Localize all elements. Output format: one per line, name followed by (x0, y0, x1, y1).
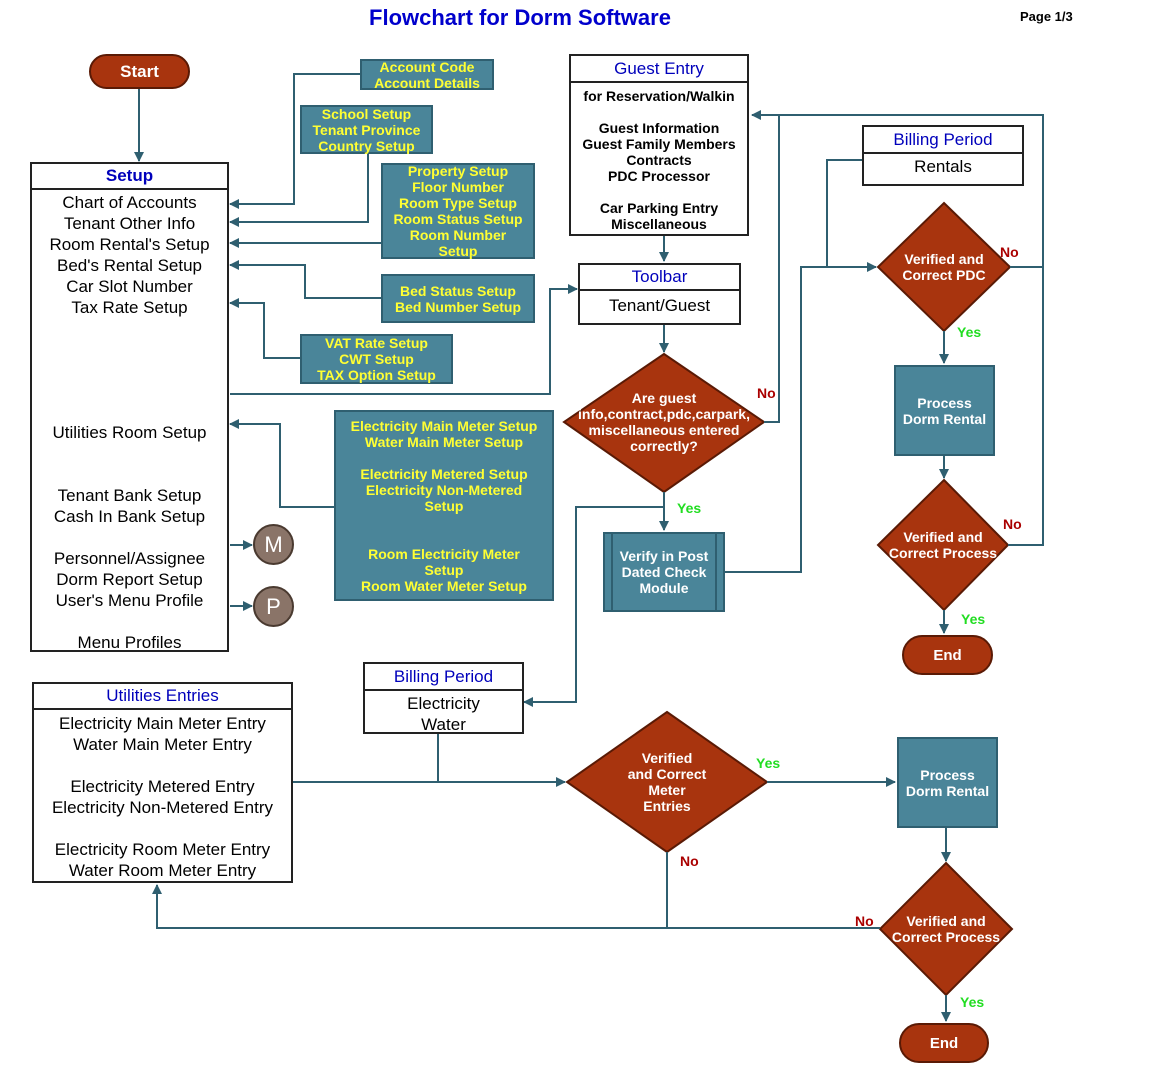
guest-entry-group1: Guest Information Guest Family Members C… (582, 120, 736, 184)
no-label-meter: No (680, 853, 699, 869)
setup-utilities: Utilities Room Setup (52, 423, 207, 442)
decision-verified-pdc[interactable]: Verified and Correct PDC (902, 251, 986, 283)
billing-electricity-body: Electricity Water (407, 694, 480, 734)
decision-verified-process-1[interactable]: Verified and Correct Process (888, 529, 998, 561)
utilities-entries-box[interactable]: Utilities Entries Electricity Main Meter… (32, 682, 293, 883)
yes-label-guest: Yes (677, 500, 702, 516)
toolbar-box[interactable]: Toolbar Tenant/Guest (578, 263, 741, 325)
yes-label-process1: Yes (961, 611, 986, 627)
start-label: Start (120, 61, 159, 81)
setup-item: Bed's Rental Setup (56, 256, 202, 275)
setup-header: Setup (32, 164, 227, 190)
setup-personnel: Personnel/Assignee Dorm Report Setup Use… (53, 549, 206, 610)
billing-electricity-box[interactable]: Billing Period Electricity Water (363, 662, 524, 734)
setup-item: Tenant Other Info (63, 214, 196, 233)
page-number: Page 1/3 (1020, 9, 1073, 24)
property-setup-box[interactable]: Property Setup Floor Number Room Type Se… (381, 163, 535, 259)
setup-item: Car Slot Number (66, 277, 193, 296)
utilities-entries-header: Utilities Entries (34, 684, 291, 710)
utilities-entries-body: Electricity Main Meter Entry Water Main … (51, 714, 274, 880)
decision-meter-entries[interactable]: Verified and Correct Meter Entries (627, 750, 707, 814)
decision-verified-process-2[interactable]: Verified and Correct Process (891, 913, 1001, 945)
no-label-pdc: No (1000, 244, 1019, 260)
decision-guest-entries[interactable]: Are guest info,contract,pdc,carpark, mis… (578, 390, 750, 454)
yes-label-process2: Yes (960, 994, 985, 1010)
process-dorm-rental-1[interactable]: Process Dorm Rental (894, 365, 995, 456)
billing-rentals-header: Billing Period (864, 127, 1022, 154)
start-terminal[interactable]: Start (89, 54, 190, 89)
no-label-process2: No (855, 913, 874, 929)
end-terminal-2[interactable]: End (899, 1023, 989, 1063)
process-dorm-rental-2[interactable]: Process Dorm Rental (897, 737, 998, 828)
billing-electricity-header: Billing Period (365, 664, 522, 691)
verify-pdc-left-bar (611, 534, 613, 610)
account-code-box[interactable]: Account Code Account Details (360, 59, 494, 91)
setup-item: Room Rental's Setup (49, 235, 210, 254)
no-label-process1: No (1003, 516, 1022, 532)
toolbar-header: Toolbar (580, 265, 739, 291)
end-label-1: End (933, 646, 962, 664)
connector-m[interactable]: M (253, 524, 294, 565)
end-label-2: End (929, 1034, 959, 1052)
vat-setup-box[interactable]: VAT Rate Setup CWT Setup TAX Option Setu… (300, 334, 453, 384)
setup-bank: Tenant Bank Setup Cash In Bank Setup (53, 486, 206, 526)
billing-rentals-box[interactable]: Billing Period Rentals (862, 125, 1024, 186)
end-terminal-1[interactable]: End (902, 635, 993, 675)
yes-label-meter: Yes (756, 755, 781, 771)
setup-item: Chart of Accounts (62, 193, 197, 212)
electricity-setup-box[interactable]: Electricity Main Meter Setup Water Main … (334, 410, 554, 601)
verify-pdc-label: Verify in Post Dated Check Module (619, 548, 709, 596)
billing-rentals-body: Rentals (914, 157, 972, 176)
yes-label-pdc: Yes (957, 324, 982, 340)
no-label-guest: No (757, 385, 776, 401)
guest-entry-header: Guest Entry (571, 56, 747, 83)
school-setup-box[interactable]: School Setup Tenant Province Country Set… (300, 105, 433, 154)
guest-entry-box[interactable]: Guest Entry for Reservation/Walkin Guest… (569, 54, 749, 236)
page-title: Flowchart for Dorm Software (369, 5, 671, 30)
bed-setup-box[interactable]: Bed Status Setup Bed Number Setup (381, 274, 535, 323)
setup-item: Tax Rate Setup (71, 298, 188, 317)
guest-entry-group2: Car Parking Entry Miscellaneous (599, 200, 719, 232)
connector-p[interactable]: P (253, 586, 294, 627)
setup-menu: Menu Profiles (77, 633, 182, 652)
setup-box[interactable]: Setup Chart of Accounts Tenant Other Inf… (30, 162, 229, 652)
verify-pdc-right-bar (715, 534, 717, 610)
verify-pdc-process[interactable]: Verify in Post Dated Check Module (603, 532, 725, 612)
guest-entry-line1: for Reservation/Walkin (583, 88, 735, 104)
toolbar-body: Tenant/Guest (608, 296, 711, 315)
